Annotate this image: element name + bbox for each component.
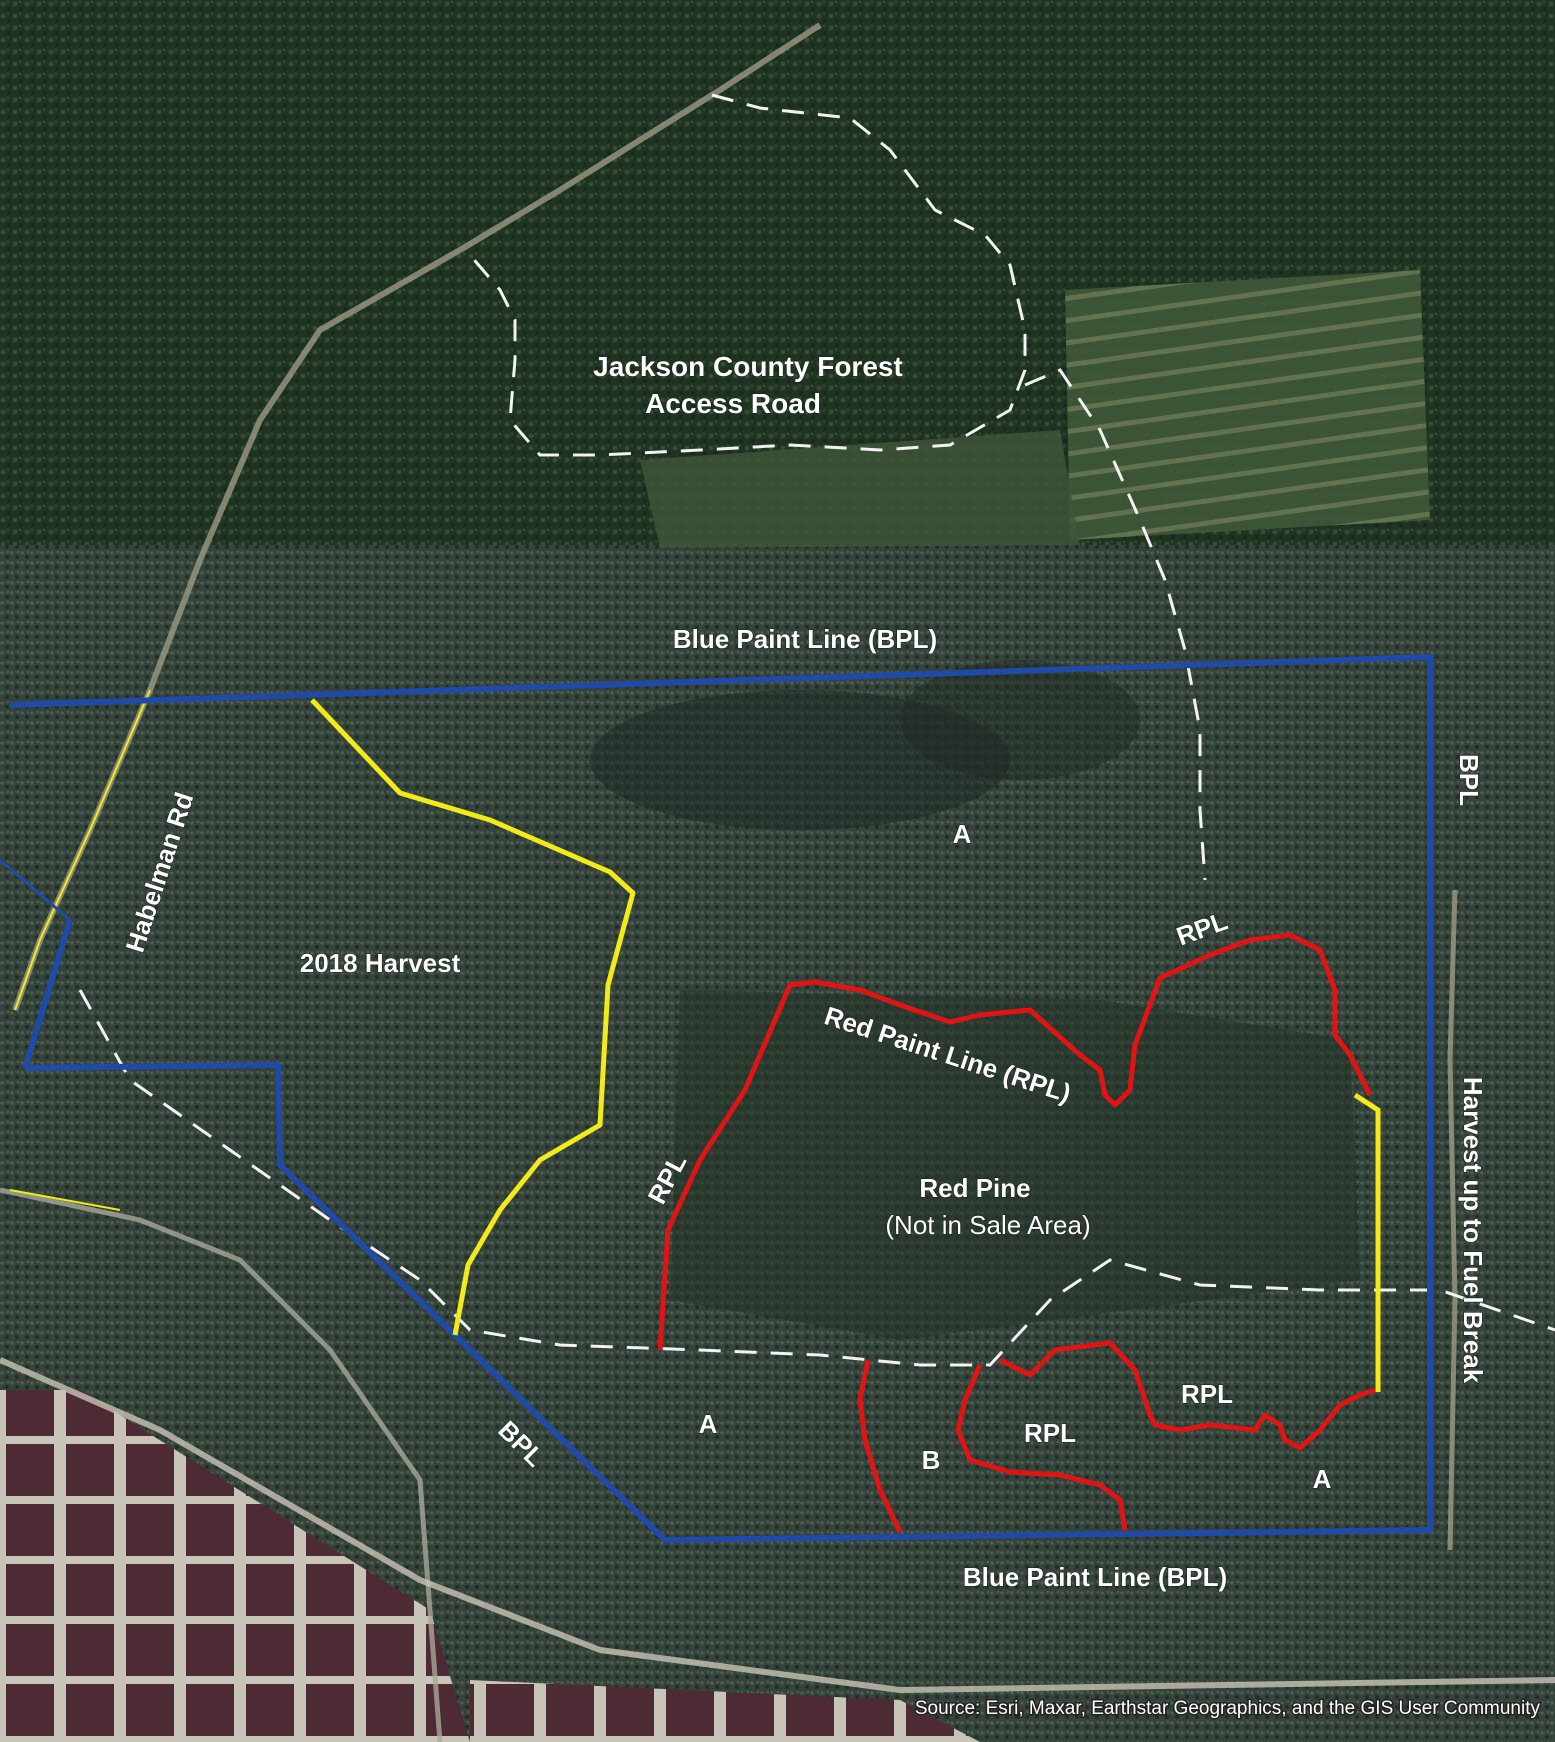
county-road — [0, 1187, 443, 1742]
red-pine-stand-area — [670, 990, 1360, 1340]
bpl-top-label: Blue Paint Line (BPL) — [673, 624, 937, 654]
fuel-break-line — [1353, 1092, 1381, 1392]
source-credit: Source: Esri, Maxar, Earthstar Geographi… — [915, 1698, 1541, 1719]
bog-dike-road — [0, 1357, 1555, 1694]
rpl-lower-mid-label: RPL — [1024, 1418, 1076, 1448]
rpl-lower-right-label: RPL — [1181, 1379, 1233, 1409]
habelman-road-yellow — [14, 689, 151, 1011]
harvest-2018-boundary — [310, 698, 636, 1336]
red-pine-label-line1: Red Pine — [919, 1173, 1030, 1203]
dark-hollow-2 — [900, 660, 1140, 780]
red-paint-line-stand-b — [857, 1359, 903, 1534]
red-paint-line-north — [657, 932, 1373, 1351]
stand-a-right-label: A — [1313, 1464, 1332, 1494]
bpl-right-label: BPL — [1454, 754, 1484, 806]
cranberry-bogs — [0, 1390, 470, 1742]
access-road-east-spur — [1024, 368, 1207, 881]
bpl-bottom-label: Blue Paint Line (BPL) — [963, 1562, 1227, 1592]
cranberry-bogs-east — [470, 1680, 980, 1742]
red-paint-line-south-east — [998, 1340, 1376, 1451]
right-trail — [1447, 889, 1458, 1551]
access-road-label-line1: Jackson County Forest — [593, 351, 903, 382]
planted-rows-area — [1065, 270, 1430, 540]
blue-paint-line-boundary — [9, 654, 1433, 1543]
blue-paint-line-west — [22, 919, 73, 1069]
stand-b-label: B — [922, 1445, 941, 1475]
side-road-blue — [0, 858, 71, 922]
access-road-south-loop — [78, 989, 1555, 1367]
red-pine-label-line2: (Not in Sale Area) — [885, 1210, 1090, 1240]
red-paint-line-south-mid — [955, 1364, 1128, 1531]
access-road-loop — [468, 93, 1027, 457]
harvest-2018-label: 2018 Harvest — [300, 948, 461, 978]
side-road-yellow — [9, 1189, 121, 1211]
stand-a-left-label: A — [699, 1409, 718, 1439]
clearing-patch — [640, 430, 1080, 548]
stand-a-top-label: A — [953, 819, 972, 849]
harvest-fuel-break-label: Harvest up to Fuel Break — [1458, 1077, 1488, 1384]
access-road-label-line2: Access Road — [645, 388, 821, 419]
